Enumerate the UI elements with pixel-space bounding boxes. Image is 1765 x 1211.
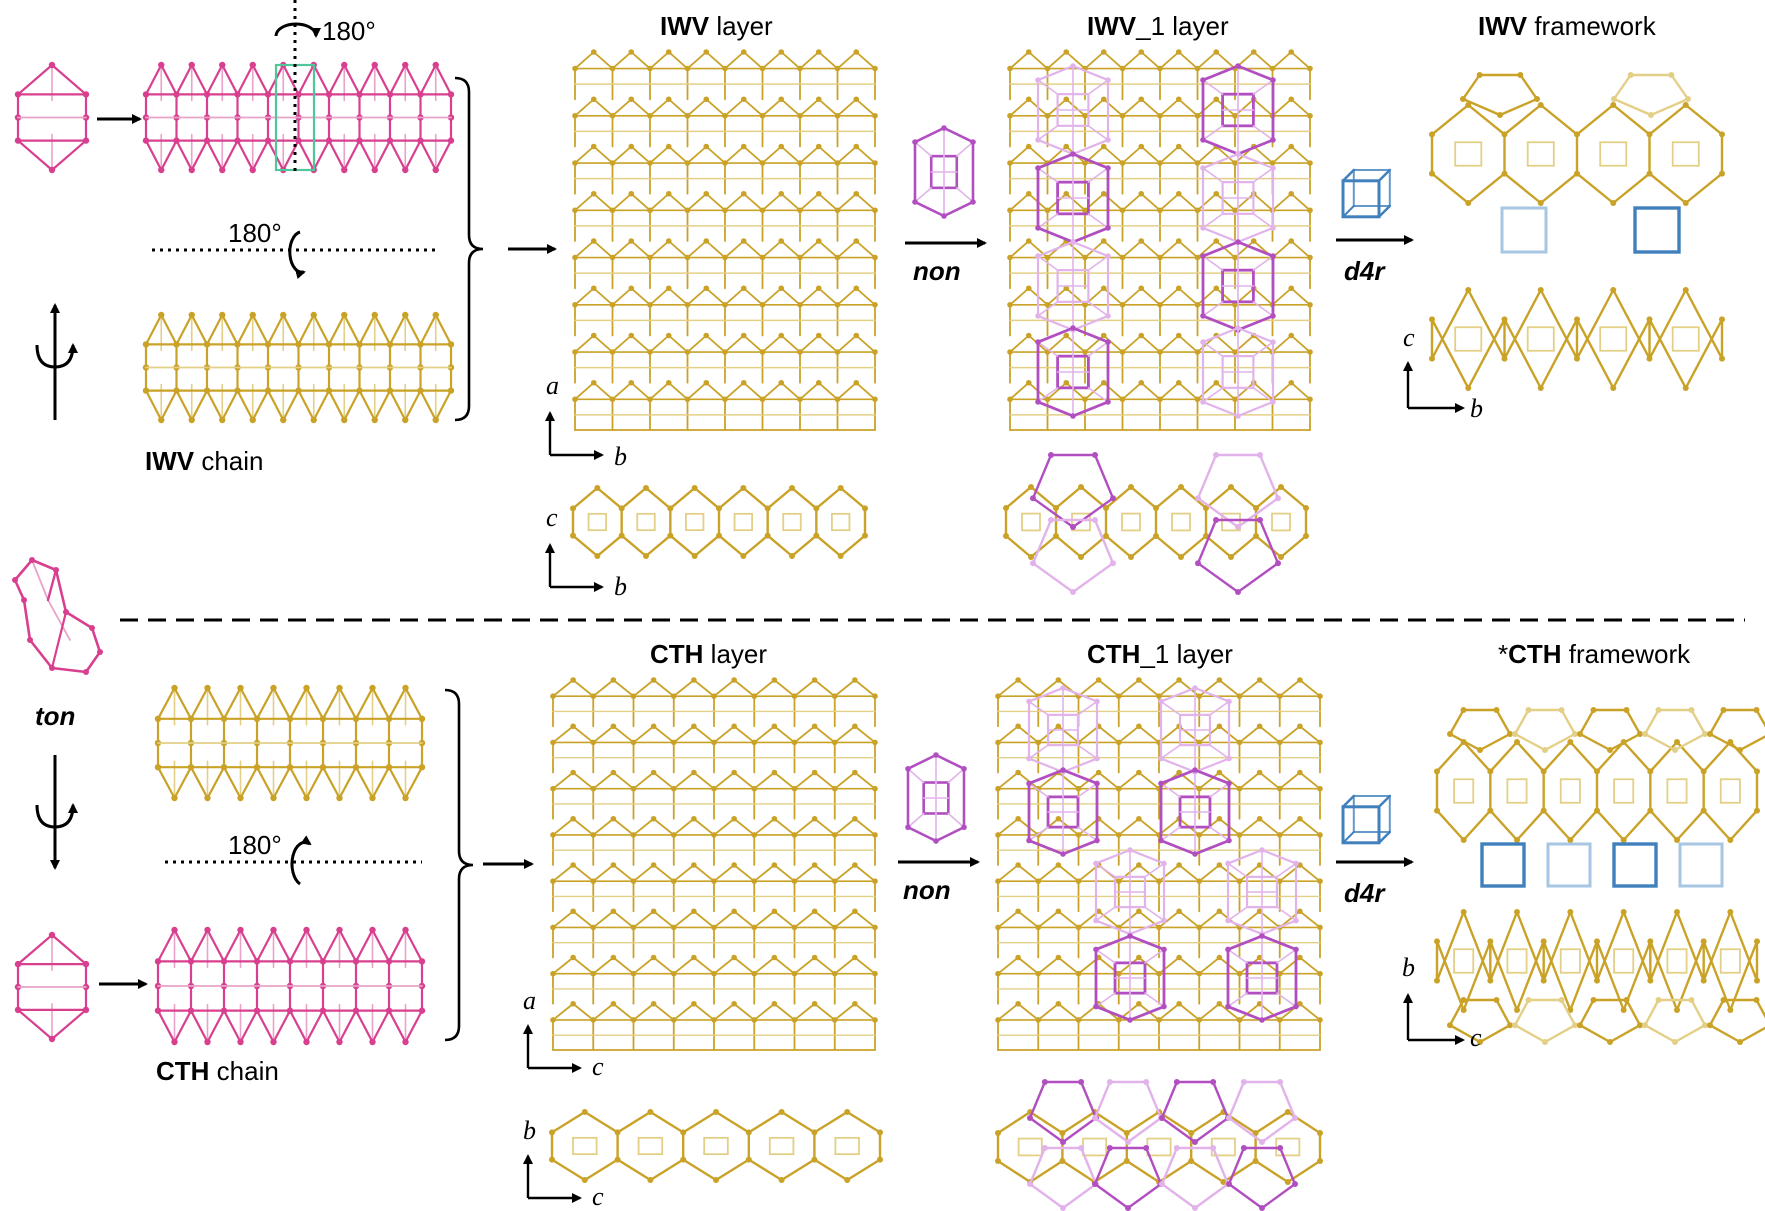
- rotation-label-top: 180°: [322, 16, 376, 46]
- arrow-label-d4r-top: d4r: [1344, 256, 1385, 286]
- iwv1-layer-side: [1003, 452, 1309, 595]
- cth-layer-side: [549, 1109, 883, 1183]
- cth-framework-title: *CTH framework: [1498, 639, 1691, 669]
- arrow-label-d4r-bottom: d4r: [1344, 878, 1385, 908]
- cth-chain-label: CTH chain: [156, 1056, 279, 1086]
- axis-label-c-bottom-side: c: [592, 1182, 604, 1211]
- axis-label-b-top-side: b: [614, 572, 627, 601]
- iwv-layer-side: [570, 485, 868, 559]
- axis-label-b-framework-bottom: b: [1402, 953, 1415, 982]
- axis-label-b-top: b: [614, 442, 627, 471]
- cth-chain-gold: [154, 684, 426, 802]
- cth-chain-pink: [154, 926, 426, 1046]
- cth-layer: [550, 677, 878, 1051]
- rotation-arrow-top: [274, 22, 321, 38]
- iwv-layer-title: IWV layer: [660, 11, 773, 41]
- ton-unit: [12, 557, 103, 675]
- non-cage-top: [912, 125, 976, 219]
- arrow-label-non-top: non: [913, 256, 961, 286]
- rotation-label-mid-top: 180°: [228, 218, 282, 248]
- axis-label-b-framework-top: b: [1470, 394, 1483, 423]
- arrow-label-non-bottom: non: [903, 875, 951, 905]
- cth-framework: [1434, 707, 1765, 1045]
- cth-unit: [14, 931, 90, 1043]
- axis-label-c-framework-bottom: c: [1470, 1023, 1482, 1052]
- iwv-row: [14, 0, 1725, 595]
- iwv1-layer-title: IWV_1 layer: [1087, 11, 1229, 41]
- cth-layer-title: CTH layer: [650, 639, 768, 669]
- rotation-arrow-mid: [288, 230, 306, 279]
- rotation-label-mid-bottom: 180°: [228, 830, 282, 860]
- iwv1-layer: [1007, 49, 1313, 431]
- cth1-layer-title: CTH_1 layer: [1087, 639, 1233, 669]
- iwv-layer: [572, 49, 878, 431]
- rotation-arrow-bottom: [290, 835, 312, 886]
- cth1-layer-side: [995, 1079, 1323, 1211]
- d4r-cube-bottom: [1341, 794, 1392, 845]
- axis-label-b-bottom-side: b: [523, 1116, 536, 1145]
- axis-label-c-bottom: c: [592, 1052, 604, 1081]
- axis-label-c-top-side: c: [546, 503, 558, 532]
- d4r-unit-1: [1480, 842, 1526, 888]
- axis-label-c-framework-top: c: [1403, 323, 1415, 352]
- iwv-chain-label: IWV chain: [145, 446, 264, 476]
- iwv-unit: [14, 61, 90, 174]
- d4r-unit-2: [1546, 842, 1592, 888]
- d4r-cube-top: [1341, 168, 1392, 219]
- iwv-framework-title: IWV framework: [1478, 11, 1656, 41]
- cth-row: [12, 557, 1765, 1211]
- iwv-chain-gold: [142, 311, 455, 424]
- cth1-layer: [995, 677, 1323, 1051]
- iwv-framework: [1429, 72, 1725, 391]
- iwv-chain-pink: [142, 61, 455, 174]
- ton-label: ton: [35, 701, 76, 731]
- d4r-unit: [1633, 206, 1681, 254]
- d4r-unit-4: [1678, 842, 1724, 888]
- axis-label-a-bottom: a: [523, 986, 536, 1015]
- axis-label-a-top: a: [546, 371, 559, 400]
- d4r-unit-light: [1500, 206, 1548, 254]
- non-cage-bottom: [905, 752, 967, 844]
- d4r-unit-3: [1612, 842, 1658, 888]
